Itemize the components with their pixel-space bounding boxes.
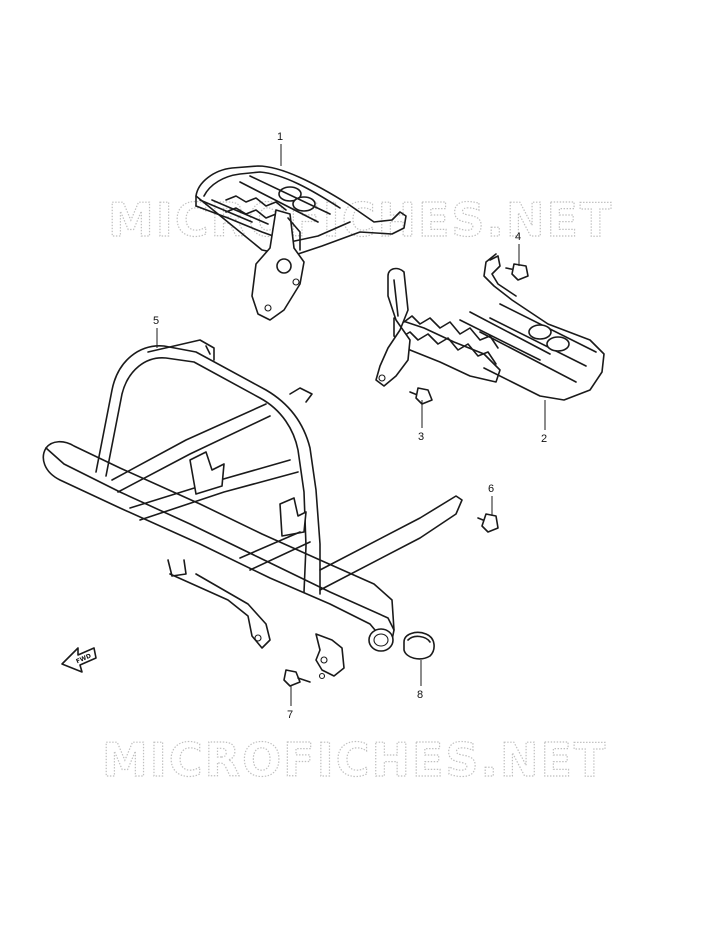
bolt-7 — [283, 669, 326, 687]
callout-2: 2 — [541, 400, 547, 445]
watermark-top: MICROFICHES.NET — [108, 193, 613, 247]
front-guard — [42, 339, 463, 677]
watermark-bottom: MICROFICHES.NET — [102, 733, 607, 787]
cap-8 — [403, 631, 435, 660]
callout-8: 8 — [417, 660, 423, 701]
svg-text:3: 3 — [418, 431, 424, 443]
footrest-left — [195, 165, 407, 321]
footrest-right — [375, 253, 605, 401]
svg-text:4: 4 — [515, 231, 521, 243]
svg-text:5: 5 — [153, 315, 159, 327]
fwd-arrow-icon: FWD — [61, 647, 97, 673]
callout-3: 3 — [418, 400, 424, 443]
bolt-3 — [409, 387, 433, 405]
svg-text:6: 6 — [488, 483, 494, 495]
callout-5: 5 — [153, 315, 159, 348]
svg-text:2: 2 — [541, 433, 547, 445]
svg-text:7: 7 — [287, 709, 293, 721]
callout-6: 6 — [488, 483, 494, 516]
callout-4: 4 — [515, 231, 521, 266]
bolt-6 — [477, 513, 499, 533]
bolt-4 — [505, 263, 529, 281]
svg-text:1: 1 — [277, 131, 283, 143]
callout-7: 7 — [287, 686, 293, 721]
svg-text:8: 8 — [417, 689, 423, 701]
callout-1: 1 — [277, 131, 283, 166]
